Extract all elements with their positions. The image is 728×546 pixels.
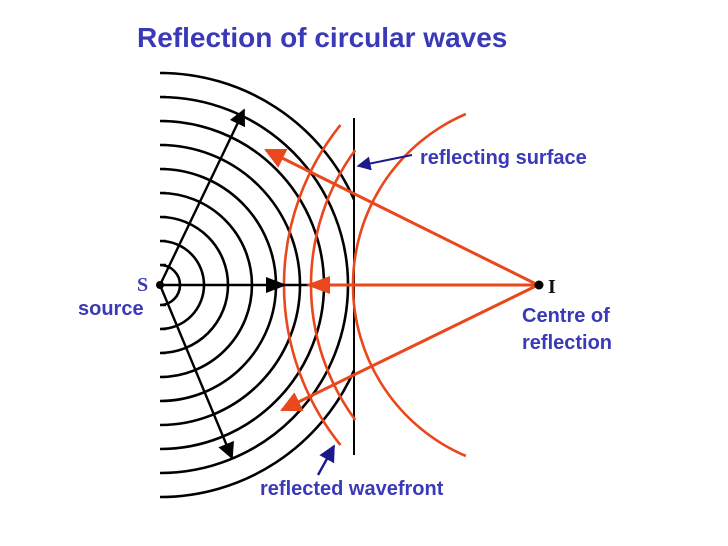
- reflected-ray-middle-arrowhead: [306, 276, 330, 294]
- reflected-ray-upper: [264, 148, 539, 287]
- image-letter: I: [548, 276, 556, 298]
- ray-horizontal-arrowhead: [266, 277, 287, 293]
- source-label: source: [78, 298, 144, 320]
- ray-up-arrow: [158, 108, 246, 286]
- centre-label-line2: reflection: [522, 332, 613, 354]
- reflecting-surface-label: reflecting surface: [420, 147, 587, 169]
- centre-label-line1: Centre of: [522, 305, 610, 327]
- ray-down-arrow: [158, 284, 234, 460]
- reflected-wavefront-label: reflected wavefront: [260, 478, 444, 500]
- reflected-ray-lower: [280, 283, 539, 412]
- wavefront-pointer: [316, 444, 336, 476]
- source-point: [156, 281, 164, 289]
- image-point: [534, 280, 544, 290]
- diagram-title: Reflection of circular waves: [137, 22, 508, 53]
- surface-pointer: [356, 154, 413, 171]
- source-letter: S: [137, 274, 149, 296]
- centre-of-reflection-label: Centre of reflection: [522, 303, 612, 357]
- incident-wavefront: [159, 71, 356, 499]
